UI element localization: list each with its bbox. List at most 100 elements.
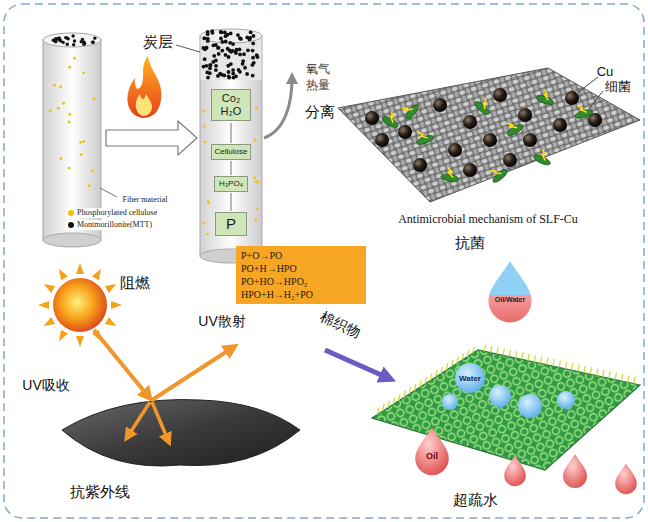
surface-hair [540,356,542,363]
drop-label: Oil [426,452,438,462]
lightning [507,120,518,131]
transition-arrow [325,350,388,378]
surface-hair [497,347,499,354]
particle-dot [57,37,60,40]
fiber-cylinder-base [43,233,101,247]
char-dot [236,33,240,37]
surface-hair [490,346,492,353]
char-dot [229,62,233,66]
leader-line [576,77,598,94]
sun [53,278,107,332]
water-drop [557,391,575,409]
char-dot [204,141,207,144]
char-dot [219,37,223,41]
char-dot [239,37,243,41]
surface-hair [584,366,586,373]
char-dot [241,59,245,63]
particle-dot [60,157,63,160]
dashed-frame [4,4,644,518]
surface-hair [425,377,427,384]
char-dot [214,59,218,63]
note-label: 分离 [305,104,335,121]
char-dot [243,66,247,70]
cu-sphere [523,133,537,147]
part-label: Fiber material [122,196,167,205]
woven-fabric [338,68,640,202]
bacterium [399,99,421,121]
particle-dot [54,40,57,43]
surface-hair [399,394,401,401]
char-dot [220,49,224,53]
cu-sphere [518,108,532,122]
char-dot [204,64,208,68]
char-dot [227,55,231,59]
char-dot [217,46,221,50]
surface-hair [515,351,517,358]
note-label: UV吸收 [22,378,69,393]
char-dot [208,71,212,75]
char-dots [201,29,259,235]
legend-text: Montmorillonite(MTT) [77,220,152,230]
particle-dot [80,153,83,156]
node-text: H₃PO₄ [219,179,243,188]
legend-entry: Phosphorylated cellulose [66,208,159,218]
char-dot [227,76,231,80]
node-text: P [226,215,236,232]
char-dot [251,56,255,60]
char-dot [224,40,228,44]
char-dot [255,107,258,110]
node-text: Co₂ H₂O [215,92,247,117]
char-dot [257,181,260,184]
cu-sphere [433,98,447,112]
surface-hair [484,344,486,351]
surface-hair [441,367,443,374]
particle-dot [58,36,61,39]
particle-dot [91,41,94,44]
particle-dot [66,43,69,46]
cu-sphere [503,153,517,167]
char-dot [216,46,220,50]
uv-scatter-arrow [152,348,232,400]
surface-hair [404,391,406,398]
uv-absorb-arrow [128,402,150,436]
char-dot [210,29,214,33]
surface-hair [615,373,617,380]
char-dot [245,72,249,76]
particle-dots [49,34,97,187]
cu-sphere [483,133,497,147]
cu-sphere [448,143,462,157]
lightning [446,167,454,177]
oil-water-drop [488,261,531,322]
surface-hair [388,401,390,408]
char-dot [223,31,227,35]
layer-link [230,123,231,143]
char-dot [251,63,255,67]
particle-dot [88,184,91,187]
char-dot [251,49,255,53]
sun-ray [105,317,119,329]
particle-dot [91,170,94,173]
flame-core [136,94,152,116]
char-dot [254,218,257,221]
lightning [491,166,502,177]
particle-dot [68,121,71,124]
surface-hair [628,375,630,382]
fiber-cylinder-top [43,33,101,47]
surface-hair [473,346,475,353]
water-drop [489,385,511,407]
char-dot [231,68,235,72]
node-text: PO+H→HPO [241,262,361,275]
bacterium [473,95,495,117]
particle-dot [91,41,94,44]
layer-link [230,161,231,175]
particle-dot [62,102,65,105]
char-dot [206,39,210,43]
char-dot [214,64,218,68]
cu-sphere [553,118,567,132]
particle-dot [71,34,74,37]
lightning [418,130,428,141]
bacterium [535,88,556,107]
char-dot [220,30,224,34]
surface-hair [503,348,505,355]
section-title: 抗菌 [455,235,485,252]
